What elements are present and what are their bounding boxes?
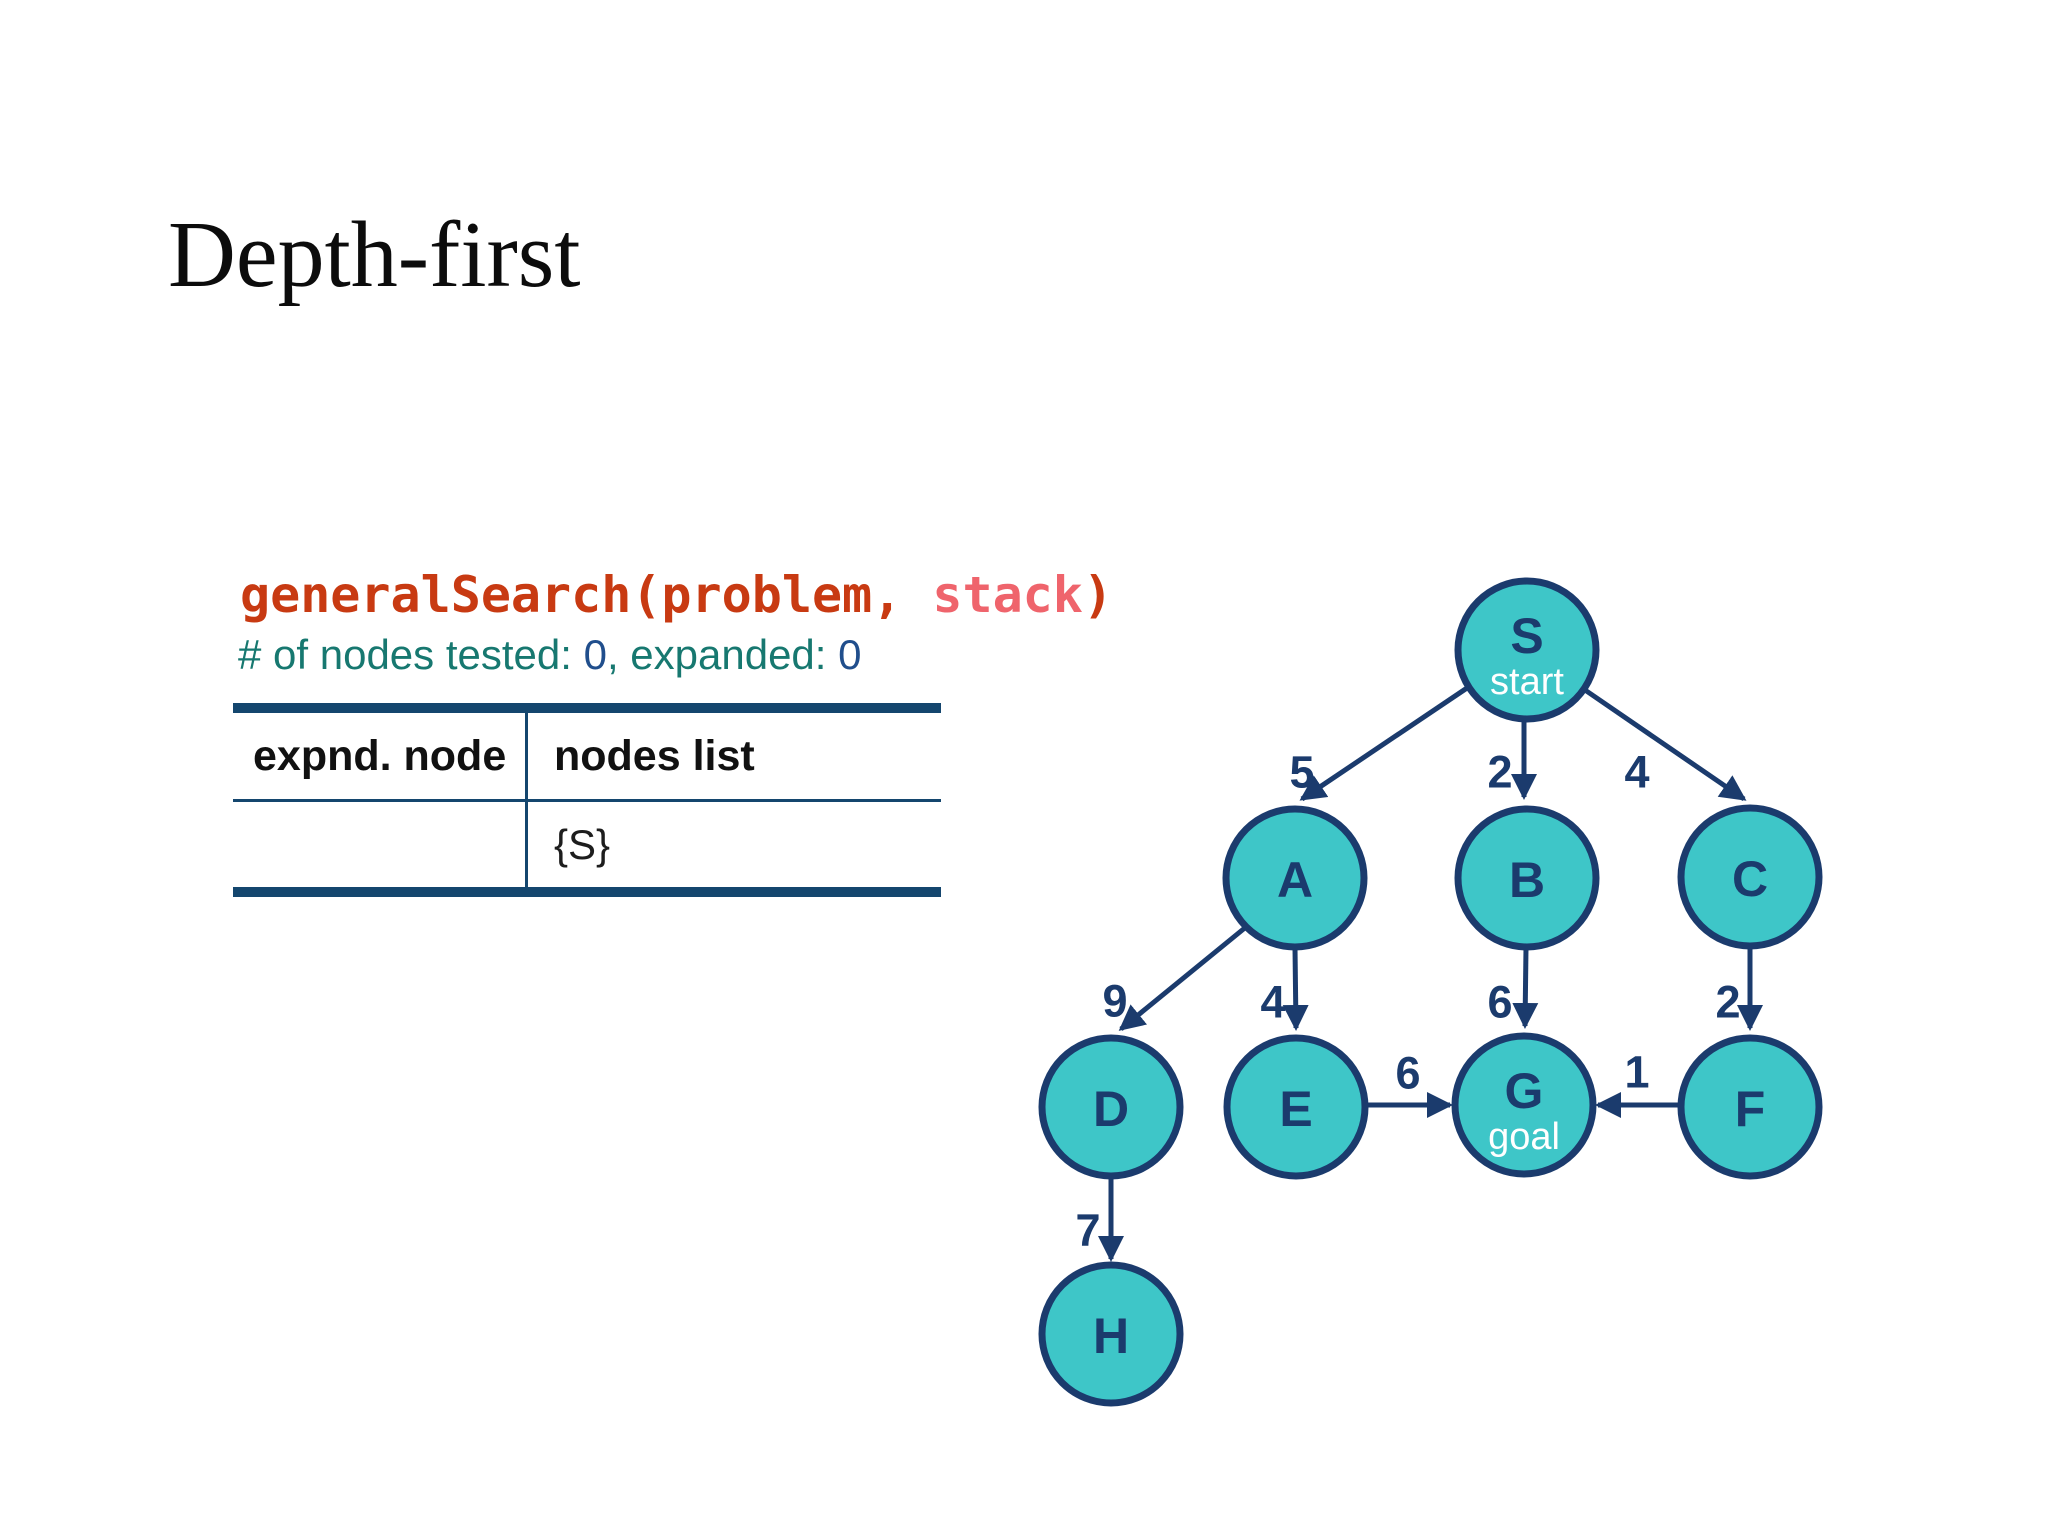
table-header-divider [233, 799, 941, 802]
graph-node-circle-S [1454, 577, 1600, 723]
edge-A-E [1282, 947, 1309, 1031]
graph-node-label-F: F [1735, 1081, 1766, 1137]
table-header-nodes-list: nodes list [528, 713, 941, 799]
graph-node-B: B [1454, 805, 1600, 951]
graph-node-A: A [1222, 805, 1368, 951]
graph-node-E: E [1223, 1034, 1369, 1180]
graph-node-H: H [1038, 1261, 1184, 1407]
graph-node-label-S: S [1510, 608, 1543, 664]
code-arg-text: stack [932, 566, 1083, 624]
graph-node-label-C: C [1732, 851, 1768, 907]
search-trace-table: expnd. node nodes list {S} [233, 703, 941, 897]
graph-node-sublabel-S: start [1490, 661, 1564, 703]
graph-node-label-D: D [1093, 1081, 1129, 1137]
edge-weight-S-A: 5 [1289, 747, 1314, 798]
table-bottom-border [233, 887, 941, 897]
graph-node-label-E: E [1279, 1081, 1312, 1137]
code-function-text: generalSearch(problem, [240, 566, 933, 624]
graph-node-label-H: H [1093, 1308, 1129, 1364]
edge-A-D [1118, 925, 1248, 1031]
edge-weight-B-G: 6 [1487, 977, 1512, 1028]
graph-node-circle-E [1223, 1034, 1369, 1180]
table-cell-expanded-node [233, 802, 528, 887]
graph-node-D: D [1038, 1034, 1184, 1180]
graph-node-label-A: A [1277, 852, 1313, 908]
stats-tested-value: 0 [583, 631, 607, 678]
edge-weight-D-H: 7 [1075, 1205, 1100, 1256]
stats-prefix: # of nodes tested: [238, 631, 584, 678]
edge-weight-C-F: 2 [1715, 977, 1740, 1028]
graph-node-circle-G [1451, 1032, 1597, 1178]
code-line: generalSearch(problem, stack) [240, 570, 1113, 620]
stats-expanded-value: 0 [838, 631, 862, 678]
table-cell-nodes-list: {S} [528, 802, 941, 887]
table-header-expanded-node: expnd. node [233, 713, 528, 799]
edge-weight-F-G: 1 [1624, 1047, 1649, 1098]
graph-node-C: C [1677, 804, 1823, 950]
table-header-row: expnd. node nodes list [233, 713, 941, 799]
table-top-border [233, 703, 941, 713]
table-header-nodes-list-label: nodes list [554, 731, 755, 780]
graph-node-circle-H [1038, 1261, 1184, 1407]
edge-weight-S-C: 4 [1624, 747, 1649, 798]
graph-node-label-B: B [1509, 852, 1545, 908]
graph-node-circle-B [1454, 805, 1600, 951]
graph-node-circle-D [1038, 1034, 1184, 1180]
graph-node-circle-C [1677, 804, 1823, 950]
edge-weight-A-E: 4 [1260, 977, 1285, 1028]
graph-node-circle-F [1677, 1034, 1823, 1180]
edge-weight-S-B: 2 [1487, 747, 1512, 798]
slide-title: Depth-first [168, 203, 581, 307]
edge-B-G [1512, 947, 1539, 1029]
edge-weight-A-D: 9 [1102, 976, 1127, 1027]
graph-node-circle-A [1222, 805, 1368, 951]
edge-weight-E-G: 6 [1395, 1048, 1420, 1099]
stats-line: # of nodes tested: 0, expanded: 0 [238, 634, 861, 676]
table-header-expanded-node-label: expnd. node [253, 731, 507, 780]
code-close-paren: ) [1082, 566, 1113, 624]
graph-node-sublabel-G: goal [1488, 1116, 1560, 1158]
table-cell-nodes-list-value: {S} [554, 820, 611, 868]
edge-S-A [1299, 685, 1469, 802]
table-row: {S} [233, 802, 941, 887]
graph-node-label-G: G [1505, 1063, 1544, 1119]
graph-node-F: F [1677, 1034, 1823, 1180]
edge-S-C [1583, 687, 1747, 802]
stats-middle: , expanded: [606, 631, 839, 678]
